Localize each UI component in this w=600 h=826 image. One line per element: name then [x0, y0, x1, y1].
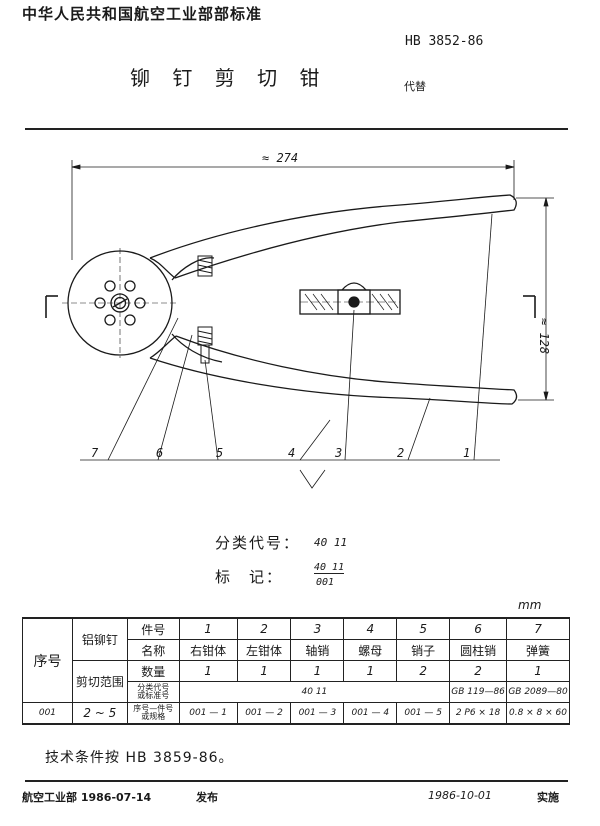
table-row: 分类代号 或标准号 40 11 GB 119—86 GB 2089—80 — [23, 681, 570, 703]
mark-bottom: 001 — [316, 577, 335, 588]
code-common-cell: 40 11 — [178, 681, 451, 703]
leader-lines — [80, 213, 500, 489]
name-cell: 左钳体 — [236, 639, 292, 661]
data-code-cell: 001 — 5 — [396, 702, 451, 725]
header-code: 分类代号 或标准号 — [126, 681, 180, 703]
classification-label: 分类代号： — [215, 534, 301, 552]
name-cell: 圆柱销 — [449, 639, 508, 661]
data-range-cell: 2 ~ 5 — [71, 702, 128, 725]
callout-2: 2 — [397, 446, 404, 460]
footer-issue-label: 发布 — [196, 791, 218, 804]
callout-7: 7 — [91, 446, 99, 460]
technical-drawing: ≈ 274 ≈ 128 — [45, 151, 554, 489]
code-7-cell: GB 2089—80 — [506, 681, 570, 703]
units-label: mm — [518, 598, 542, 612]
data-code-cell: 001 — 3 — [290, 702, 345, 725]
name-cell: 销子 — [396, 639, 451, 661]
mark-top: 40 11 — [314, 562, 345, 574]
header-partcode: 序号—件号 或规格 — [126, 702, 180, 725]
table-row: 名称 右钳体 左钳体 轴销 螺母 销子 圆柱销 弹簧 — [23, 639, 570, 661]
qty-cell: 1 — [506, 660, 570, 682]
qty-cell: 2 — [449, 660, 508, 682]
header-partcode-line2: 或规格 — [141, 712, 166, 721]
qty-cell: 2 — [396, 660, 451, 682]
header-qty: 数量 — [126, 660, 180, 682]
classification-value: 40 11 — [314, 536, 348, 549]
name-cell: 弹簧 — [506, 639, 570, 661]
data-code-cell: 001 — 2 — [236, 702, 292, 725]
header-part-no: 件号 — [126, 617, 180, 640]
code-6-cell: GB 119—86 — [449, 681, 508, 703]
plier-inner-jaws — [171, 257, 223, 363]
dim-width-label: ≈ 274 — [262, 151, 298, 165]
standard-code: HB 3852-86 — [405, 34, 484, 49]
part-no-cell: 4 — [343, 617, 398, 640]
replaces-label: 代替 — [404, 80, 426, 93]
part-no-cell: 3 — [290, 617, 345, 640]
header-range-a: 铝铆钉 — [71, 617, 128, 661]
part-no-cell: 5 — [396, 617, 451, 640]
part-no-cell: 6 — [449, 617, 508, 640]
spring-upper — [197, 255, 213, 277]
name-cell: 螺母 — [343, 639, 398, 661]
header-code-line2: 或标准号 — [137, 691, 170, 700]
callout-3: 3 — [334, 446, 342, 460]
plier-lower-handle — [149, 335, 518, 405]
header-code-line1: 分类代号 — [137, 683, 170, 692]
qty-cell: 1 — [290, 660, 345, 682]
mark-label: 标 记： — [215, 568, 284, 586]
section-marker-left — [45, 295, 58, 318]
header-rule — [25, 128, 568, 130]
plier-upper-handle — [149, 194, 517, 279]
part-no-cell: 1 — [178, 617, 238, 640]
axle-section — [299, 282, 401, 315]
data-code-cell: 0.8 × 8 × 60 — [506, 702, 570, 725]
part-no-cell: 7 — [506, 617, 570, 640]
header-range-b: 剪切范围 — [71, 660, 128, 703]
name-cell: 右钳体 — [178, 639, 238, 661]
callout-4: 4 — [288, 446, 295, 460]
qty-cell: 1 — [178, 660, 238, 682]
qty-cell: 1 — [236, 660, 292, 682]
part-no-cell: 2 — [236, 617, 292, 640]
standard-org: 中华人民共和国航空工业部部标准 — [22, 5, 263, 23]
section-marker-right — [523, 295, 536, 318]
dimension-width — [71, 160, 515, 260]
table-row: 剪切范围 数量 1 1 1 1 2 2 1 — [23, 660, 570, 703]
callout-1: 1 — [463, 446, 470, 460]
header-name: 名称 — [126, 639, 180, 661]
callout-5: 5 — [216, 446, 223, 460]
header-seq: 序号 — [22, 617, 73, 703]
svg-text:7 6 5 4 3: 7 6 5 4 3 2 1 — [91, 446, 470, 460]
footer-rule — [25, 780, 568, 782]
name-cell: 轴销 — [290, 639, 345, 661]
technical-note: 技术条件按 HB 3859-86。 — [45, 750, 234, 766]
callout-6: 6 — [156, 446, 163, 460]
table-row: 001 2 ~ 5 序号—件号 或规格 001 — 1 001 — 2 001 … — [22, 702, 570, 725]
qty-cell: 1 — [343, 660, 398, 682]
data-code-cell: 2 P6 × 18 — [449, 702, 508, 725]
dim-height-label: ≈ 128 — [537, 318, 551, 354]
header-partcode-line1: 序号—件号 — [133, 704, 174, 713]
data-seq-cell: 001 — [22, 702, 73, 725]
parts-table: 序号 铝铆钉 件号 1 2 3 4 5 6 7 名称 右钳体 左钳体 轴销 螺母… — [22, 617, 570, 725]
data-code-cell: 001 — 1 — [178, 702, 238, 725]
table-row: 序号 铝铆钉 件号 1 2 3 4 5 6 7 — [22, 617, 570, 703]
footer-issuer: 航空工业部 1986-07-14 — [22, 791, 152, 804]
footer-impl-date: 1986-10-01 — [428, 789, 492, 802]
footer-impl-label: 实施 — [537, 791, 559, 804]
document-title: 铆 钉 剪 切 钳 — [130, 66, 328, 90]
spring-lower — [197, 326, 213, 364]
dimension-height — [516, 197, 554, 401]
data-code-cell: 001 — 4 — [343, 702, 398, 725]
pivot-head — [62, 248, 178, 358]
